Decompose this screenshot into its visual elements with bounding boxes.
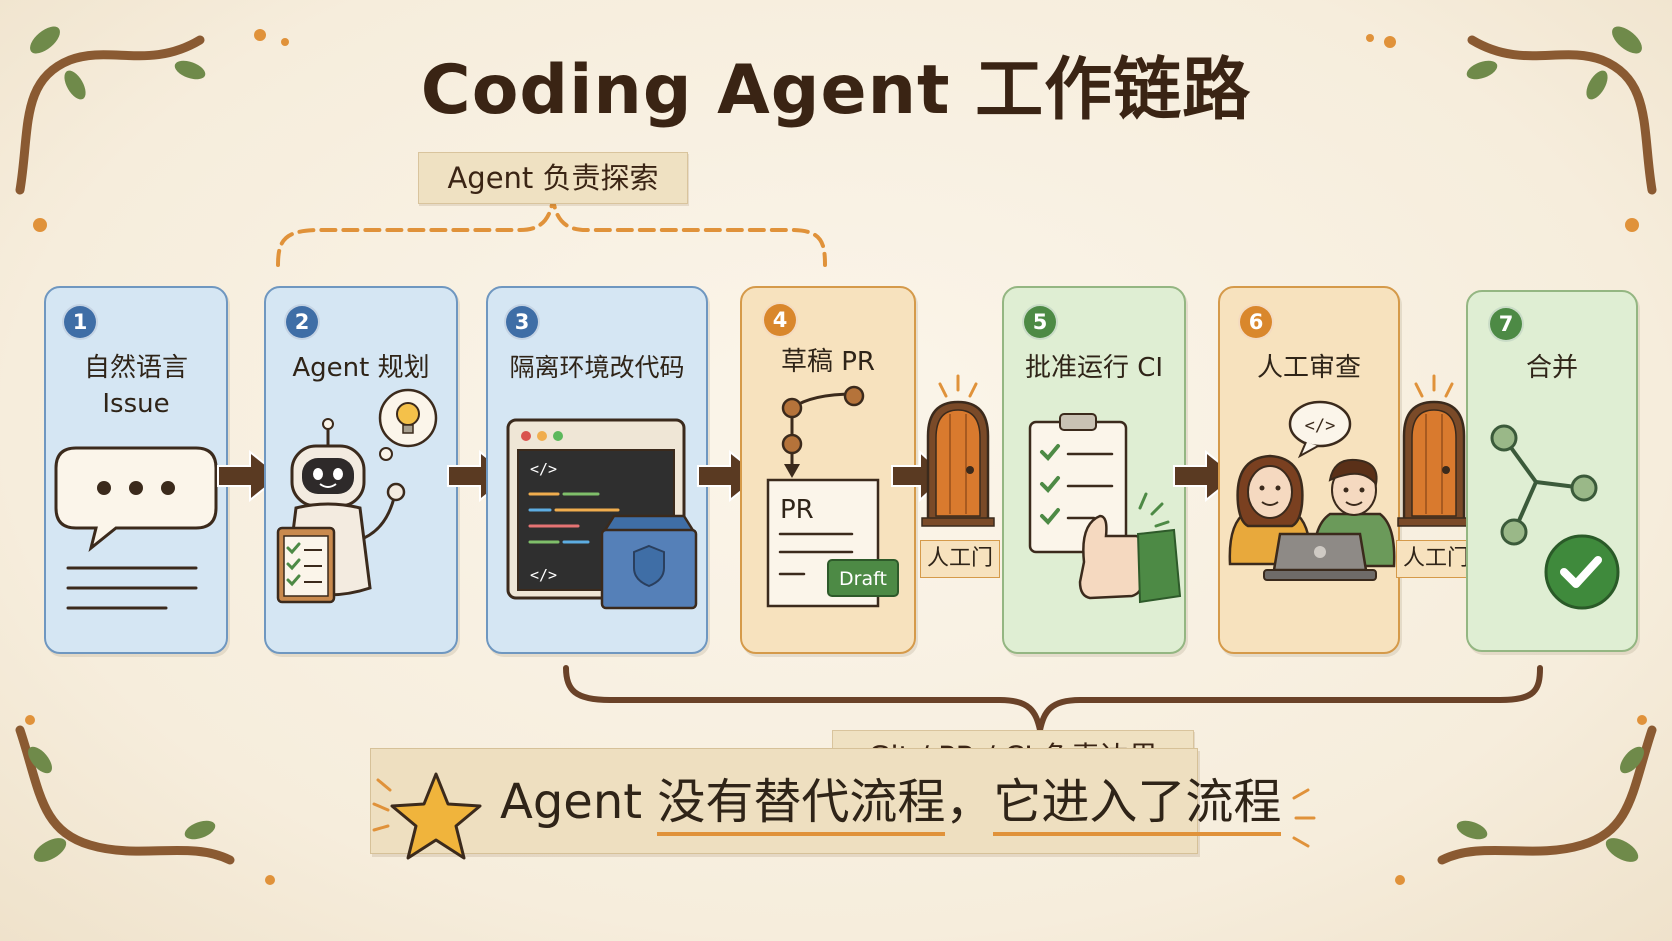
conclusion-part-2: 它进入了流程: [993, 774, 1282, 836]
step-label: 隔离环境改代码: [509, 353, 685, 382]
svg-text:</>: </>: [1305, 416, 1336, 436]
step-label: 草稿 PR: [780, 347, 875, 377]
step-card-3: 3 隔离环境改代码 </> </>: [486, 286, 708, 654]
approve-ci-checklist-icon: [1028, 413, 1182, 604]
step-number-badge: 5: [1022, 304, 1058, 340]
step-label: 批准运行 CI: [1024, 353, 1164, 383]
step-number-badge: 3: [504, 304, 540, 340]
top-tag: Agent 负责探索: [418, 152, 688, 204]
isolated-code-editor-icon: </> </>: [506, 418, 698, 610]
star-icon: [372, 772, 482, 860]
step-card-6: 6 人工审查 </>: [1218, 286, 1400, 654]
step-card-2: 2 Agent 规划: [264, 286, 458, 654]
human-gate-label: 人工门: [920, 540, 1000, 578]
robot-planning-icon: [276, 388, 438, 604]
human-gate-label: 人工门: [1396, 540, 1476, 578]
conclusion-part-1: 没有替代流程: [657, 774, 946, 836]
conclusion-banner: [370, 748, 1198, 854]
conclusion-prefix: Agent: [500, 774, 658, 830]
human-review-icon: </>: [1228, 400, 1396, 581]
svg-text:</>: </>: [530, 566, 557, 584]
human-gate-door-icon: [1397, 374, 1471, 527]
step-number-badge: 6: [1238, 304, 1274, 340]
step-number-badge: 4: [762, 302, 798, 338]
step-number-badge: 7: [1488, 306, 1524, 342]
step-label: 自然语言: [83, 353, 188, 383]
merge-icon: [1490, 424, 1620, 610]
pr-doc-label: PR: [780, 495, 814, 525]
step-number-badge: 2: [284, 304, 320, 340]
step-card-7: 7 合并: [1466, 290, 1638, 652]
page-title: Coding Agent 工作链路: [420, 51, 1252, 130]
svg-text:</>: </>: [530, 460, 557, 478]
step-label: 合并: [1525, 353, 1578, 383]
step-card-1: 1 自然语言 Issue: [44, 286, 228, 654]
draft-badge: Draft: [839, 568, 887, 590]
step-label-line2: Issue: [102, 389, 170, 419]
draft-pr-icon: PR Draft: [766, 385, 899, 608]
conclusion-separator: ，: [945, 774, 994, 830]
step-card-4: 4 草稿 PR PR Draft: [740, 286, 916, 654]
step-label: Agent 规划: [292, 353, 430, 383]
conclusion-text: Agent 没有替代流程，它进入了流程: [500, 762, 1282, 836]
human-gate-door-icon: [921, 374, 995, 527]
chat-bubble-icon: [54, 446, 218, 610]
step-card-5: 5 批准运行 CI: [1002, 286, 1186, 654]
step-number-badge: 1: [62, 304, 98, 340]
spark-lines-icon: [1292, 788, 1316, 848]
step-label: 人工审查: [1256, 353, 1361, 383]
